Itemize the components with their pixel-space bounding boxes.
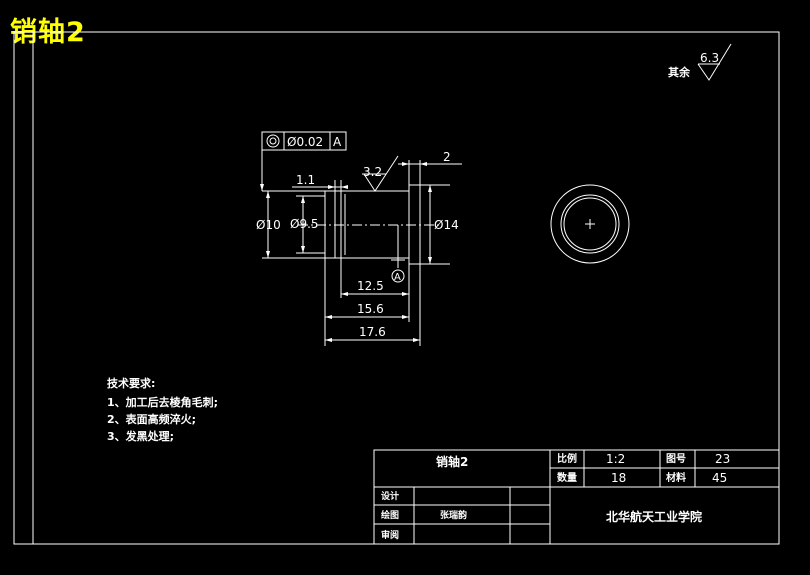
dim-dia-outer: Ø10	[256, 218, 281, 232]
institution-name: 北华航天工业学院	[606, 509, 702, 524]
review-label: 审阅	[381, 529, 399, 541]
drafter-name: 张瑞韵	[440, 509, 467, 521]
roughness-default-value: 6.3	[700, 51, 719, 65]
roughness-default: 其余 6.3	[668, 43, 732, 81]
quantity-value: 18	[611, 471, 626, 485]
material-value: 45	[712, 471, 727, 485]
outer-border	[13, 31, 780, 545]
drawing-no-label: 图号	[666, 453, 686, 465]
quantity-label: 数量	[557, 471, 577, 484]
tolerance-datum: A	[333, 135, 342, 149]
dim-len-1: 12.5	[357, 279, 384, 293]
part-name: 销轴2	[436, 454, 468, 469]
dim-len-2: 15.6	[357, 302, 384, 316]
tolerance-value: Ø0.02	[287, 135, 323, 149]
dim-len-3: 17.6	[359, 325, 386, 339]
datum-label: A	[394, 272, 401, 283]
tech-note-item: 3、发黑处理;	[107, 429, 174, 443]
tolerance-frame: Ø0.02 A	[261, 131, 347, 151]
tech-note-item: 2、表面高频淬火;	[107, 412, 196, 426]
concentricity-icon	[266, 134, 280, 148]
drafter-label: 绘图	[381, 509, 399, 521]
tech-note-item: 1、加工后去棱角毛刺;	[107, 395, 218, 409]
dim-chamfer: 1.1	[296, 173, 315, 187]
scale-value: 1:2	[606, 452, 625, 466]
roughness-default-symbol	[697, 43, 732, 81]
design-label: 设计	[381, 490, 399, 502]
tech-notes-title: 技术要求:	[107, 376, 155, 390]
dim-right-step: 2	[443, 150, 451, 164]
roughness-default-label: 其余	[668, 65, 691, 79]
drawing-no-value: 23	[715, 452, 730, 466]
title-block	[373, 449, 780, 545]
front-view	[261, 150, 462, 346]
tech-notes: 技术要求: 1、加工后去棱角毛刺; 2、表面高频淬火; 3、发黑处理;	[107, 376, 218, 443]
arrowheads	[260, 162, 432, 342]
material-label: 材料	[666, 471, 686, 484]
side-view	[550, 184, 630, 264]
inner-border	[32, 31, 780, 545]
roughness-surface-value: 3.2	[363, 165, 382, 179]
scale-label: 比例	[557, 452, 577, 465]
dim-dia-inner: Ø9.5	[290, 217, 319, 231]
dim-dia-flange: Ø14	[434, 218, 459, 232]
